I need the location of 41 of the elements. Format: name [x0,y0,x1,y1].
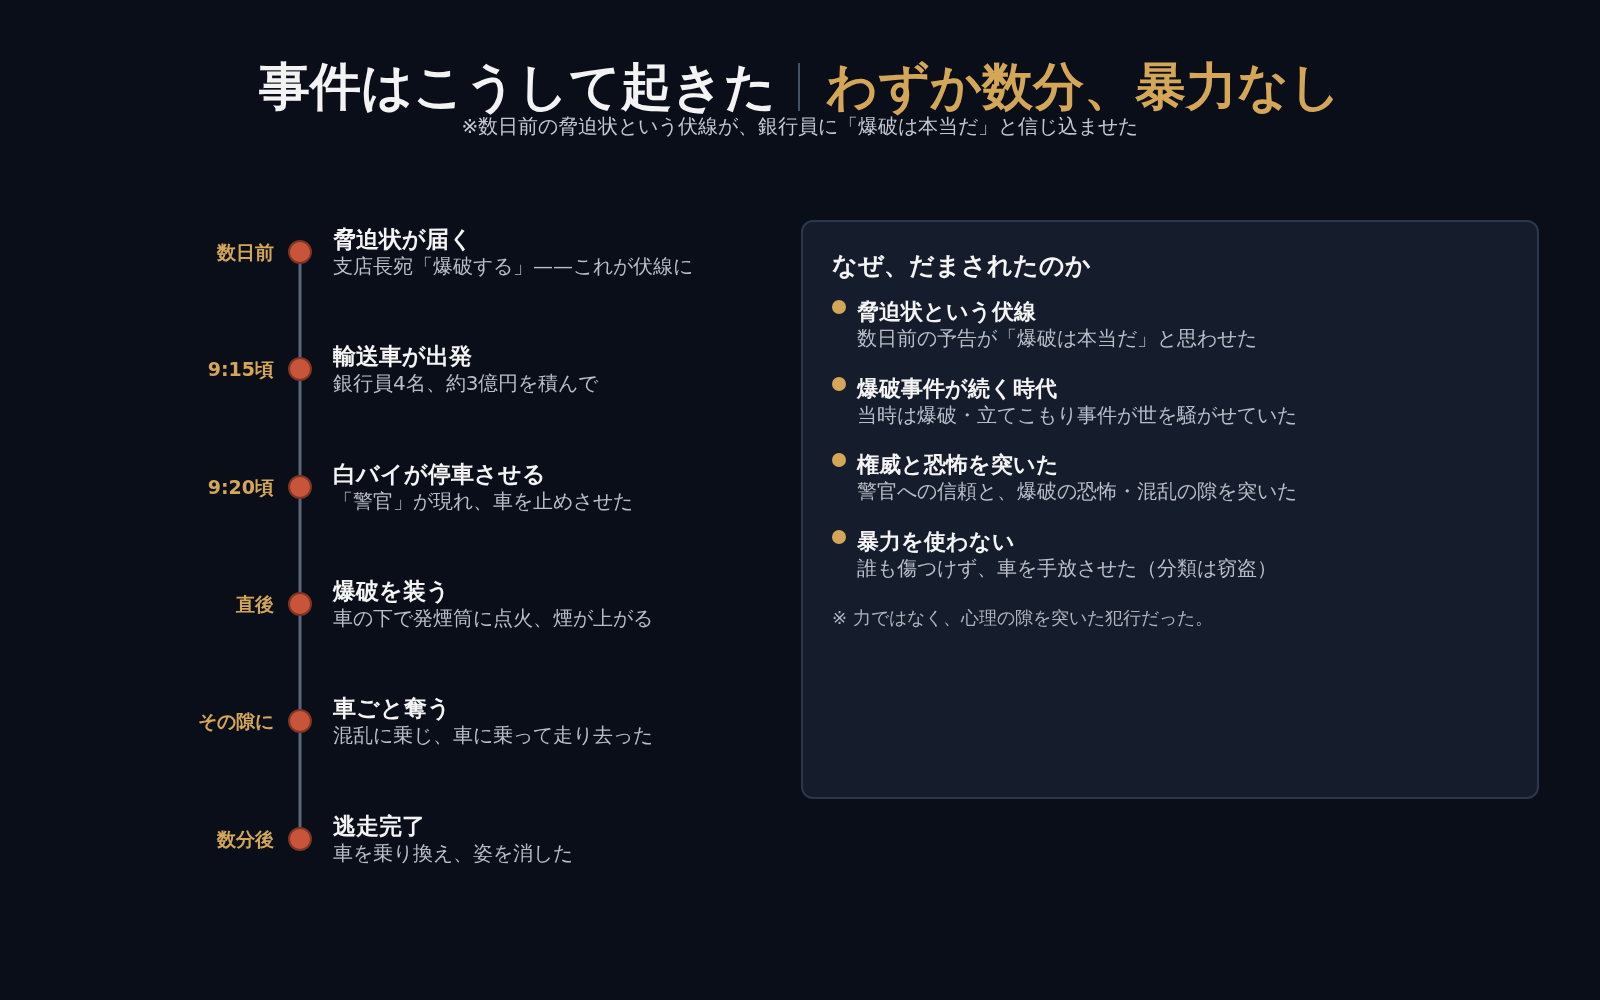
panel-note: ※ 力ではなく、心理の隙を突いた犯行だった。 [832,606,1213,630]
event-description: 「警官」が現れ、車を止めさせた [333,488,633,514]
reason-description: 誰も傷つけず、車を手放させた（分類は窃盗） [857,554,1277,581]
timeline-dot-icon [288,240,312,264]
panel-heading: なぜ、だまされたのか [832,250,1091,282]
time-label: 9:20頃 [207,475,274,500]
event-description: 車の下で発煙筒に点火、煙が上がる [333,605,653,631]
event-title: 車ごと奪う [333,695,451,721]
reason-title: 暴力を使わない [857,527,1015,556]
timeline-dot-icon [288,709,312,733]
event-description: 銀行員4名、約3億円を積んで [333,370,599,396]
timeline-line [298,733,302,827]
event-title: 白バイが停車させる [333,461,546,487]
timeline-line [298,264,302,357]
timeline-dot-icon [288,475,312,499]
timeline-dot-icon [288,357,312,381]
event-description: 支店長宛「爆破する」——これが伏線に [333,253,693,279]
timeline-dot-icon [288,592,312,616]
reason-description: 警官への信頼と、爆破の恐怖・混乱の隙を突いた [857,478,1297,504]
time-label: 数日前 [217,240,274,265]
timeline-dot-icon [288,827,312,851]
time-label: 数分後 [217,827,274,852]
timeline-line [298,499,302,592]
event-description: 車を乗り換え、姿を消した [333,840,573,866]
timeline-line [298,616,302,709]
reason-title: 脅迫状という伏線 [857,298,1036,326]
event-title: 脅迫状が届く [333,226,473,252]
event-title: 輸送車が出発 [333,343,472,369]
reason-description: 数日前の予告が「爆破は本当だ」と思わせた [857,325,1257,351]
reason-panel [801,220,1539,799]
event-title: 爆破を装う [333,578,450,604]
reason-title: 権威と恐怖を突いた [857,451,1059,479]
timeline-line [298,381,302,475]
reason-title: 爆破事件が続く時代 [857,374,1057,403]
reason-description: 当時は爆破・立てこもり事件が世を騒がせていた [857,401,1297,428]
time-label: 9:15頃 [207,357,274,382]
time-label: 直後 [236,592,274,617]
event-title: 逃走完了 [333,813,425,839]
event-description: 混乱に乗じ、車に乗って走り去った [333,722,653,748]
time-label: その隙に [198,709,274,734]
title: 事件はこうして起きた [259,60,776,113]
